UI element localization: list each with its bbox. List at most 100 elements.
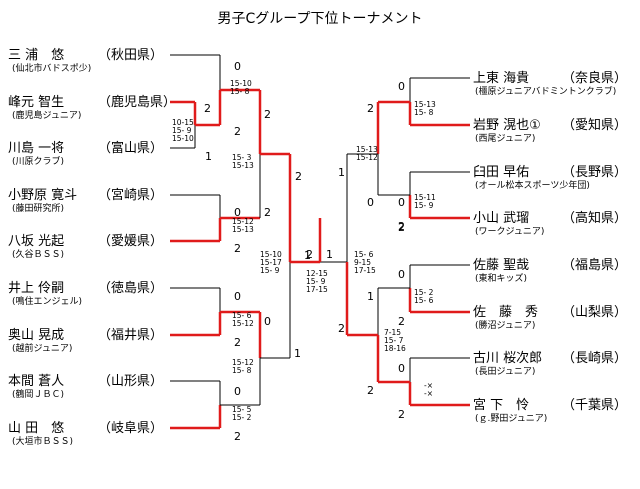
player-prefecture: （福井県） <box>98 328 164 343</box>
player-prefecture: （長崎県） <box>562 351 628 366</box>
player-name: 川島 一将 <box>8 141 65 156</box>
player-prefecture: （奈良県） <box>562 71 628 86</box>
player-name: 上東 海貴 <box>473 71 530 86</box>
games-won: 0 <box>398 268 405 281</box>
games-won: 1 <box>205 150 212 163</box>
games-won: 0 <box>234 385 241 398</box>
games-won: 1 <box>294 347 301 360</box>
match-score: 15-12 <box>232 358 254 367</box>
player-name: 峰元 智生 <box>8 95 65 110</box>
player-prefecture: （福島県） <box>562 258 628 273</box>
player-club: (オール松本スポーツ少年団) <box>475 181 590 191</box>
player-club: (越前ジュニア) <box>12 344 73 354</box>
player-name: 山 田 悠 <box>8 421 65 436</box>
player-club: (長田ジュニア) <box>475 367 536 377</box>
player-prefecture: （富山県） <box>98 141 164 156</box>
games-won: 2 <box>398 220 405 233</box>
player-club: (鳴住エンジェル) <box>12 297 83 307</box>
games-won: 1 <box>367 290 374 303</box>
games-won: 2 <box>306 248 313 261</box>
player-club: (藤田研究所) <box>12 204 65 214</box>
player-prefecture: （山形県） <box>98 374 164 389</box>
player-name: 奥山 晃成 <box>8 328 65 343</box>
match-score: 15-12 <box>232 217 254 226</box>
player-club: (ｇ.野田ジュニア) <box>475 414 548 424</box>
games-won: 0 <box>367 196 374 209</box>
player-prefecture: （愛知県） <box>562 118 628 133</box>
player-prefecture: （高知県） <box>562 211 628 226</box>
player-club: (橿原ジュニアバドミントンクラブ) <box>475 87 617 97</box>
player-name: 本間 蒼人 <box>8 374 65 389</box>
match-score: -× <box>424 389 433 398</box>
match-score: 15-10 <box>260 250 282 259</box>
match-score: 15- 3 <box>232 153 252 162</box>
match-score: 17-15 <box>354 266 376 275</box>
games-won: 2 <box>295 170 302 183</box>
match-score: -× <box>424 381 433 390</box>
games-won: 0 <box>398 196 405 209</box>
player-club: (勝沼ジュニア) <box>475 321 536 331</box>
match-score: 15- 9 <box>172 126 192 135</box>
match-score: 15-13 <box>356 145 378 154</box>
match-score: 15- 6 <box>354 250 374 259</box>
match-score: 15- 9 <box>414 201 434 210</box>
player-name: 岩野 滉也① <box>473 118 541 133</box>
games-won: 2 <box>234 430 241 443</box>
player-name: 臼田 早佑 <box>473 165 530 180</box>
games-won: 2 <box>398 315 405 328</box>
match-score: 9-15 <box>354 258 371 267</box>
player-name: 宮 下 怜 <box>473 398 530 413</box>
match-score: 15- 9 <box>306 277 326 286</box>
match-score: 7-15 <box>384 328 401 337</box>
games-won: 1 <box>304 249 311 262</box>
player-prefecture: （愛媛県） <box>98 234 164 249</box>
match-score: 15- 2 <box>414 288 434 297</box>
games-won: 2 <box>234 336 241 349</box>
match-score: 15-17 <box>260 258 282 267</box>
player-club: (久谷ＢＳＳ) <box>12 250 65 260</box>
player-name: 八坂 光起 <box>8 234 65 249</box>
games-won: 0 <box>234 60 241 73</box>
games-won: 2 <box>398 221 405 234</box>
games-won: 1 <box>338 166 345 179</box>
player-club: (鶴岡ＪＢＣ) <box>12 390 65 400</box>
match-score: 15-13 <box>414 100 436 109</box>
match-score: 15- 8 <box>414 108 434 117</box>
player-name: 井上 伶嗣 <box>8 281 65 296</box>
match-score: 15-10 <box>230 79 252 88</box>
player-name: 小野原 寛斗 <box>8 188 78 203</box>
page-title: 男子Cグループ下位トーナメント <box>217 11 423 27</box>
games-won: 0 <box>234 206 241 219</box>
player-name: 古川 桜次郎 <box>473 351 543 366</box>
games-won: 0 <box>234 290 241 303</box>
player-club: (西尾ジュニア) <box>475 134 536 144</box>
player-club: (東和キッズ) <box>475 274 528 284</box>
games-won: 2 <box>338 322 345 335</box>
games-won: 1 <box>326 248 333 261</box>
player-prefecture: （岐阜県） <box>98 421 164 436</box>
games-won: 0 <box>264 315 271 328</box>
player-prefecture: （長野県） <box>562 165 628 180</box>
games-won: 2 <box>234 242 241 255</box>
match-score: 15- 2 <box>232 413 252 422</box>
player-name: 三 浦 悠 <box>8 48 65 63</box>
match-score: 10-15 <box>172 118 194 127</box>
match-score: 15- 6 <box>414 296 434 305</box>
player-club: (鹿児島ジュニア) <box>12 111 82 121</box>
match-score: 18-16 <box>384 344 406 353</box>
games-won: 0 <box>398 80 405 93</box>
match-score: 15- 5 <box>232 405 252 414</box>
match-score: 17-15 <box>306 285 328 294</box>
match-score: 15-11 <box>414 193 436 202</box>
match-score: 15-10 <box>172 134 194 143</box>
player-club: (川原クラブ) <box>12 157 65 167</box>
player-prefecture: （鹿児島県） <box>98 95 177 110</box>
games-won: 2 <box>398 408 405 421</box>
games-won: 2 <box>367 384 374 397</box>
player-prefecture: （宮崎県） <box>98 188 164 203</box>
player-prefecture: （千葉県） <box>562 398 628 413</box>
match-score: 15- 9 <box>260 266 280 275</box>
player-prefecture: （山梨県） <box>562 305 628 320</box>
match-score: 15- 7 <box>384 336 404 345</box>
